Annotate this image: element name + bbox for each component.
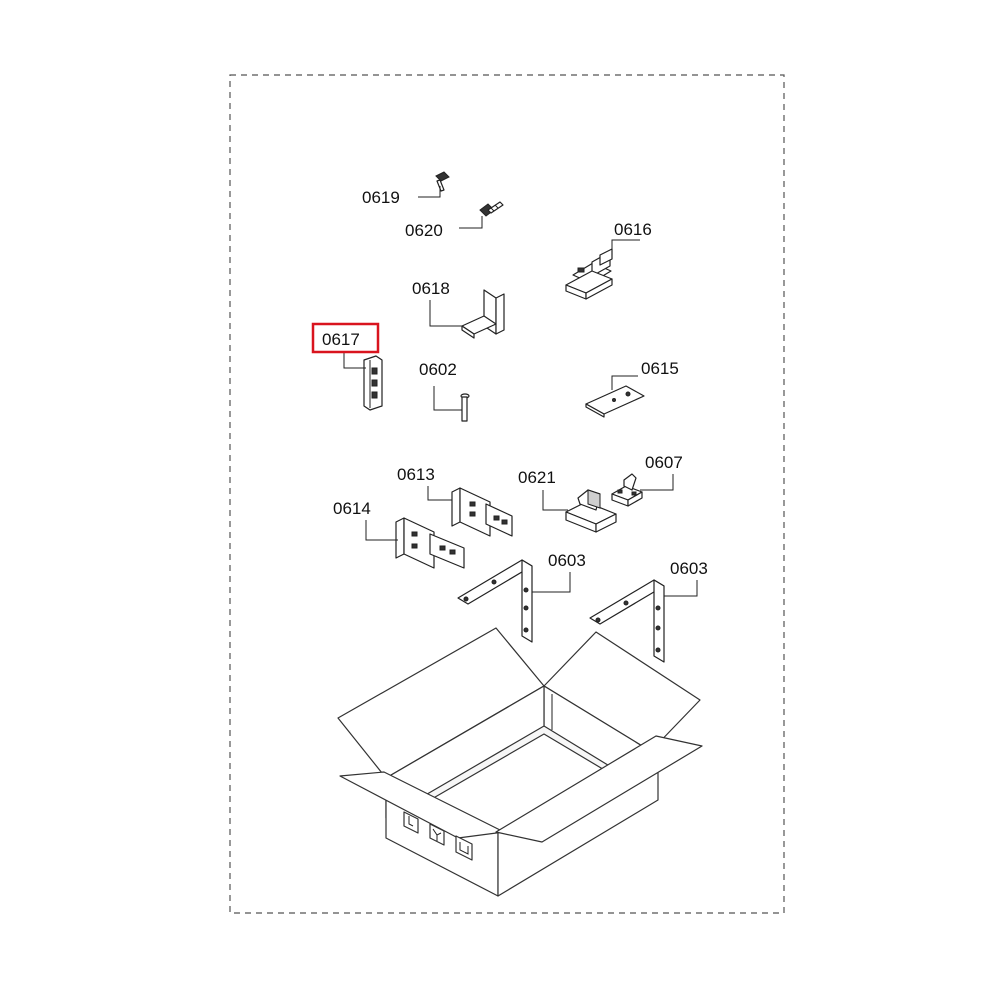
- callout-0603-right[interactable]: 0603: [670, 559, 708, 578]
- leader-0621: [542, 490, 568, 511]
- part-0621-block[interactable]: [565, 489, 617, 533]
- leader-0615: [611, 375, 638, 390]
- leader-0616: [611, 239, 640, 258]
- highlight-box-0617: [311, 322, 380, 354]
- callout-0614[interactable]: 0614: [333, 499, 371, 518]
- callout-0619[interactable]: 0619: [362, 188, 400, 207]
- callout-0618[interactable]: 0618: [412, 279, 450, 298]
- part-0617-rail[interactable]: [363, 355, 383, 411]
- leader-0613: [427, 486, 452, 501]
- leader-0617: [343, 352, 366, 369]
- callout-0617[interactable]: 0617: [322, 330, 360, 349]
- callout-0615[interactable]: 0615: [641, 359, 679, 378]
- packaging-carton: [337, 627, 703, 897]
- leader-0603-right: [664, 580, 698, 597]
- callout-0602[interactable]: 0602: [419, 360, 457, 379]
- leader-0619: [418, 186, 441, 198]
- part-0615-plate[interactable]: [585, 385, 645, 418]
- part-0603-brace-left[interactable]: [457, 559, 533, 643]
- dashed-frame: [229, 74, 785, 914]
- leader-0618: [429, 300, 463, 327]
- part-0607-clip[interactable]: [611, 473, 643, 507]
- part-0618-angle-bracket[interactable]: [461, 289, 505, 339]
- part-0614-bracket[interactable]: [395, 517, 465, 569]
- callout-0616[interactable]: 0616: [614, 220, 652, 239]
- callout-0613[interactable]: 0613: [397, 465, 435, 484]
- part-0613-bracket[interactable]: [451, 487, 513, 537]
- leader-0607: [640, 474, 674, 491]
- part-0602-pin[interactable]: [460, 393, 470, 422]
- leader-0620: [459, 216, 483, 229]
- callout-0620[interactable]: 0620: [405, 221, 443, 240]
- part-0603-brace-right[interactable]: [589, 579, 665, 663]
- callout-0607[interactable]: 0607: [645, 453, 683, 472]
- part-0620-screw[interactable]: [479, 201, 504, 217]
- leader-0603-left: [532, 572, 571, 593]
- leader-0602: [433, 386, 462, 411]
- leader-0614: [365, 520, 398, 541]
- callout-0603-left[interactable]: 0603: [548, 551, 586, 570]
- callout-0621[interactable]: 0621: [518, 468, 556, 487]
- carton-handling-icons: [403, 811, 473, 861]
- part-0616-latch[interactable]: [565, 248, 613, 300]
- part-0619-screw[interactable]: [435, 171, 450, 192]
